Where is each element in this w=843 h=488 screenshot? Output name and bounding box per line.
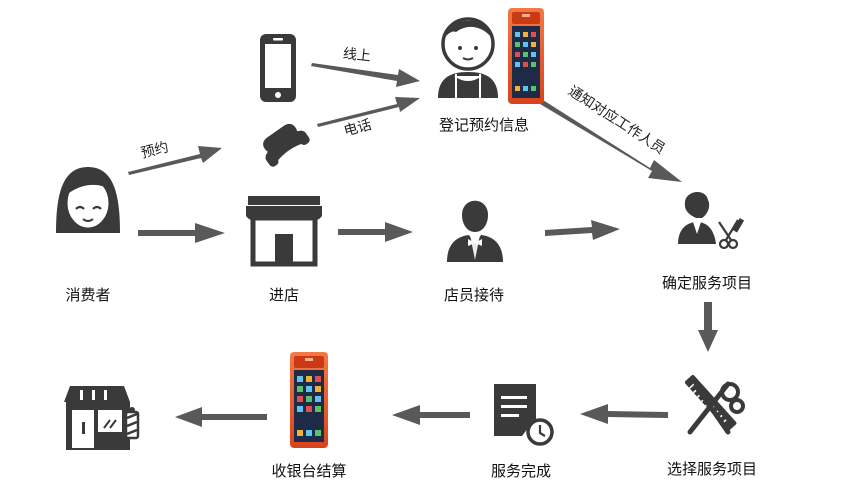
arrow-online	[311, 63, 420, 87]
arrow-select-done	[580, 404, 668, 424]
node-label-checkout: 收银台结算	[271, 462, 347, 480]
barbershop-icon	[64, 386, 140, 450]
node-label-staff-reception: 店员接待	[443, 286, 505, 304]
node-label-service-done: 服务完成	[490, 462, 552, 480]
node-label-register-booking: 登记预约信息	[438, 116, 530, 134]
arrow-store-staff	[338, 222, 413, 242]
receptionist-with-pos-icon	[438, 8, 544, 104]
arrow-staff-confirm	[545, 220, 620, 240]
arrow-confirm-select	[698, 302, 718, 352]
node-label-confirm-service: 确定服务项目	[661, 274, 753, 292]
pos-terminal-icon	[290, 352, 328, 448]
arrow-book	[128, 146, 222, 175]
node-label-select-service: 选择服务项目	[666, 460, 758, 478]
arrows	[128, 63, 718, 427]
storefront-icon	[246, 196, 322, 267]
node-label-consumer: 消费者	[65, 286, 111, 304]
arrow-checkout-exit	[175, 407, 267, 427]
edge-label-online: 线上	[342, 46, 372, 65]
barber-icon	[678, 191, 745, 250]
arrow-phone-call	[317, 97, 420, 127]
smartphone-icon	[260, 34, 296, 102]
scissors-comb-icon	[684, 375, 745, 435]
node-label-store-visit: 进店	[268, 286, 300, 304]
arrow-notify-staff	[540, 100, 682, 182]
arrow-consumer-store	[138, 223, 225, 243]
document-clock-icon	[494, 384, 554, 446]
waiter-icon	[447, 200, 503, 262]
phone-handset-icon	[263, 123, 310, 167]
woman-icon	[56, 167, 120, 233]
arrow-done-checkout	[392, 405, 470, 425]
